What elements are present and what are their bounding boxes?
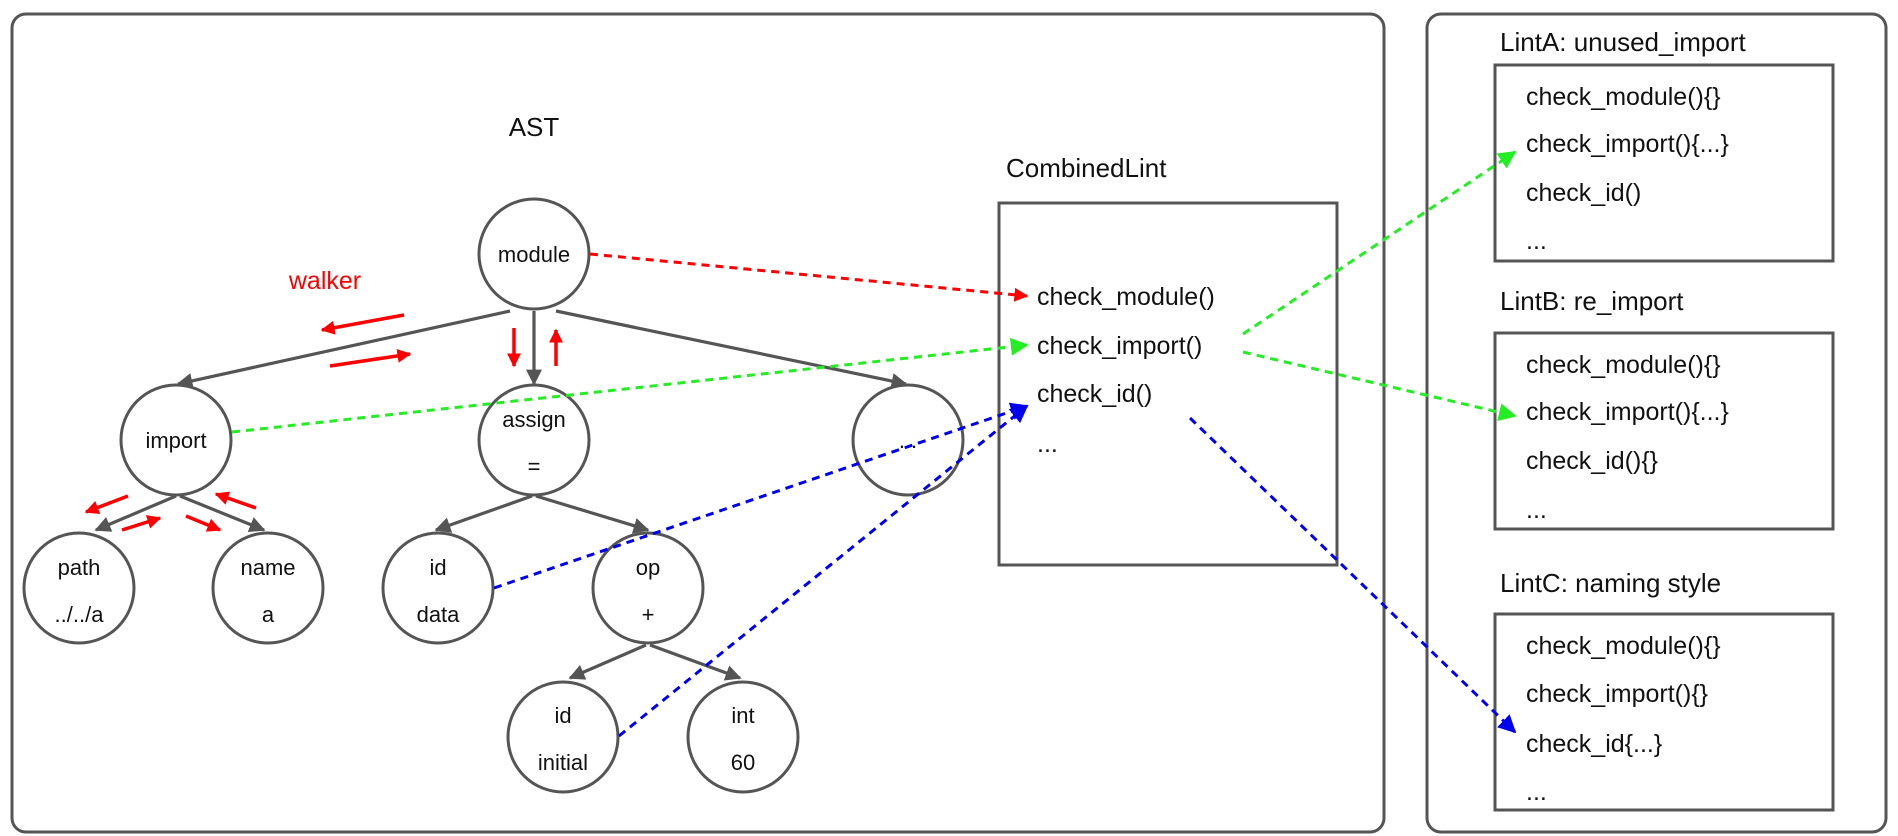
walker-arrow: [320, 313, 405, 335]
lint-box: [1493, 612, 1835, 812]
lint-method: ...: [1526, 496, 1547, 524]
combined-method: ...: [1037, 430, 1058, 458]
edge-assign-id: [434, 494, 533, 533]
edge-module-more: [555, 309, 908, 389]
ast-node-op: op +: [591, 531, 705, 645]
node-label: id: [429, 555, 446, 580]
node-value: initial: [538, 750, 588, 775]
walker-arrow: [84, 494, 129, 515]
edge-op-int: [649, 643, 742, 681]
lint-method: check_id{...}: [1526, 730, 1662, 758]
lints-panel-frame: [1425, 12, 1888, 834]
ast-node-assign: assign =: [477, 383, 591, 497]
ast-node-name: name a: [211, 531, 325, 645]
lint-method: check_import(){}: [1526, 680, 1708, 708]
node-value: 60: [731, 750, 755, 775]
dispatch-id-initial-arrow: [618, 404, 1029, 738]
fanout-id-lintC-arrow: [1188, 416, 1517, 734]
node-value: ../../a: [55, 602, 105, 627]
lint-method: check_module(){}: [1526, 351, 1721, 379]
node-value: a: [262, 602, 275, 627]
ast-node-int: int 60: [686, 680, 800, 794]
walker-label: walker: [288, 267, 361, 295]
dispatch-module-arrow: [589, 252, 1029, 302]
ast-node-id-data: id data: [381, 531, 495, 645]
node-value: =: [528, 454, 541, 479]
fanout-import-lintA-arrow: [1242, 150, 1517, 336]
lint-method: check_id(){}: [1526, 447, 1658, 475]
tree-edges: [94, 309, 908, 681]
node-label: name: [240, 555, 295, 580]
dispatch-import-arrow: [231, 337, 1029, 434]
walker-arrow: [329, 348, 412, 368]
lint-method: check_import(){...}: [1526, 130, 1729, 158]
ast-node-module: module: [477, 197, 591, 311]
lint-method: check_id(): [1526, 179, 1641, 207]
ast-node-path: path ../../a: [22, 531, 136, 645]
lint-box: [1493, 63, 1835, 263]
walker-arrow: [185, 514, 222, 532]
ast-node-id-initial: id initial: [506, 680, 620, 794]
ast-panel-frame: [10, 12, 1386, 834]
node-label: op: [636, 555, 660, 580]
edge-module-import: [176, 309, 511, 389]
lint-method: check_module(){}: [1526, 632, 1721, 660]
combined-lint-title: CombinedLint: [1006, 153, 1167, 183]
combined-lint-box: [997, 201, 1339, 567]
combined-method: check_module(): [1037, 283, 1215, 311]
node-label: id: [554, 703, 571, 728]
node-label: module: [498, 242, 570, 267]
lint-method: check_module(){}: [1526, 83, 1721, 111]
fanout-import-lintB-arrow: [1242, 350, 1517, 422]
combined-method: check_id(): [1037, 380, 1152, 408]
node-label: import: [145, 428, 206, 453]
ast-title: AST: [509, 112, 560, 142]
node-label: ...: [899, 428, 917, 453]
edge-import-name: [179, 494, 266, 533]
lint-title: LintA: unused_import: [1500, 27, 1746, 57]
dispatch-id-data-arrow: [493, 402, 1029, 590]
dispatch-arrows: [231, 150, 1517, 738]
ast-node-import: import: [119, 383, 233, 497]
node-label: assign: [502, 407, 566, 432]
edge-import-path: [94, 494, 177, 532]
node-label: path: [58, 555, 101, 580]
node-value: data: [417, 602, 461, 627]
lint-title: LintB: re_import: [1500, 286, 1684, 316]
ast-node-more: ...: [851, 383, 965, 497]
edge-op-idinitial: [568, 643, 647, 680]
lint-method: ...: [1526, 227, 1547, 255]
lint-method: check_import(){...}: [1526, 398, 1729, 426]
edge-assign-op: [535, 494, 650, 534]
walker-arrow: [121, 515, 162, 532]
walker-arrow: [214, 491, 257, 510]
combined-method: check_import(): [1037, 332, 1202, 360]
lint-title: LintC: naming style: [1500, 568, 1721, 598]
lint-box: [1493, 331, 1835, 531]
node-label: int: [731, 703, 754, 728]
node-value: +: [642, 602, 655, 627]
lint-method: ...: [1526, 778, 1547, 806]
walker-arrows: [84, 313, 563, 532]
